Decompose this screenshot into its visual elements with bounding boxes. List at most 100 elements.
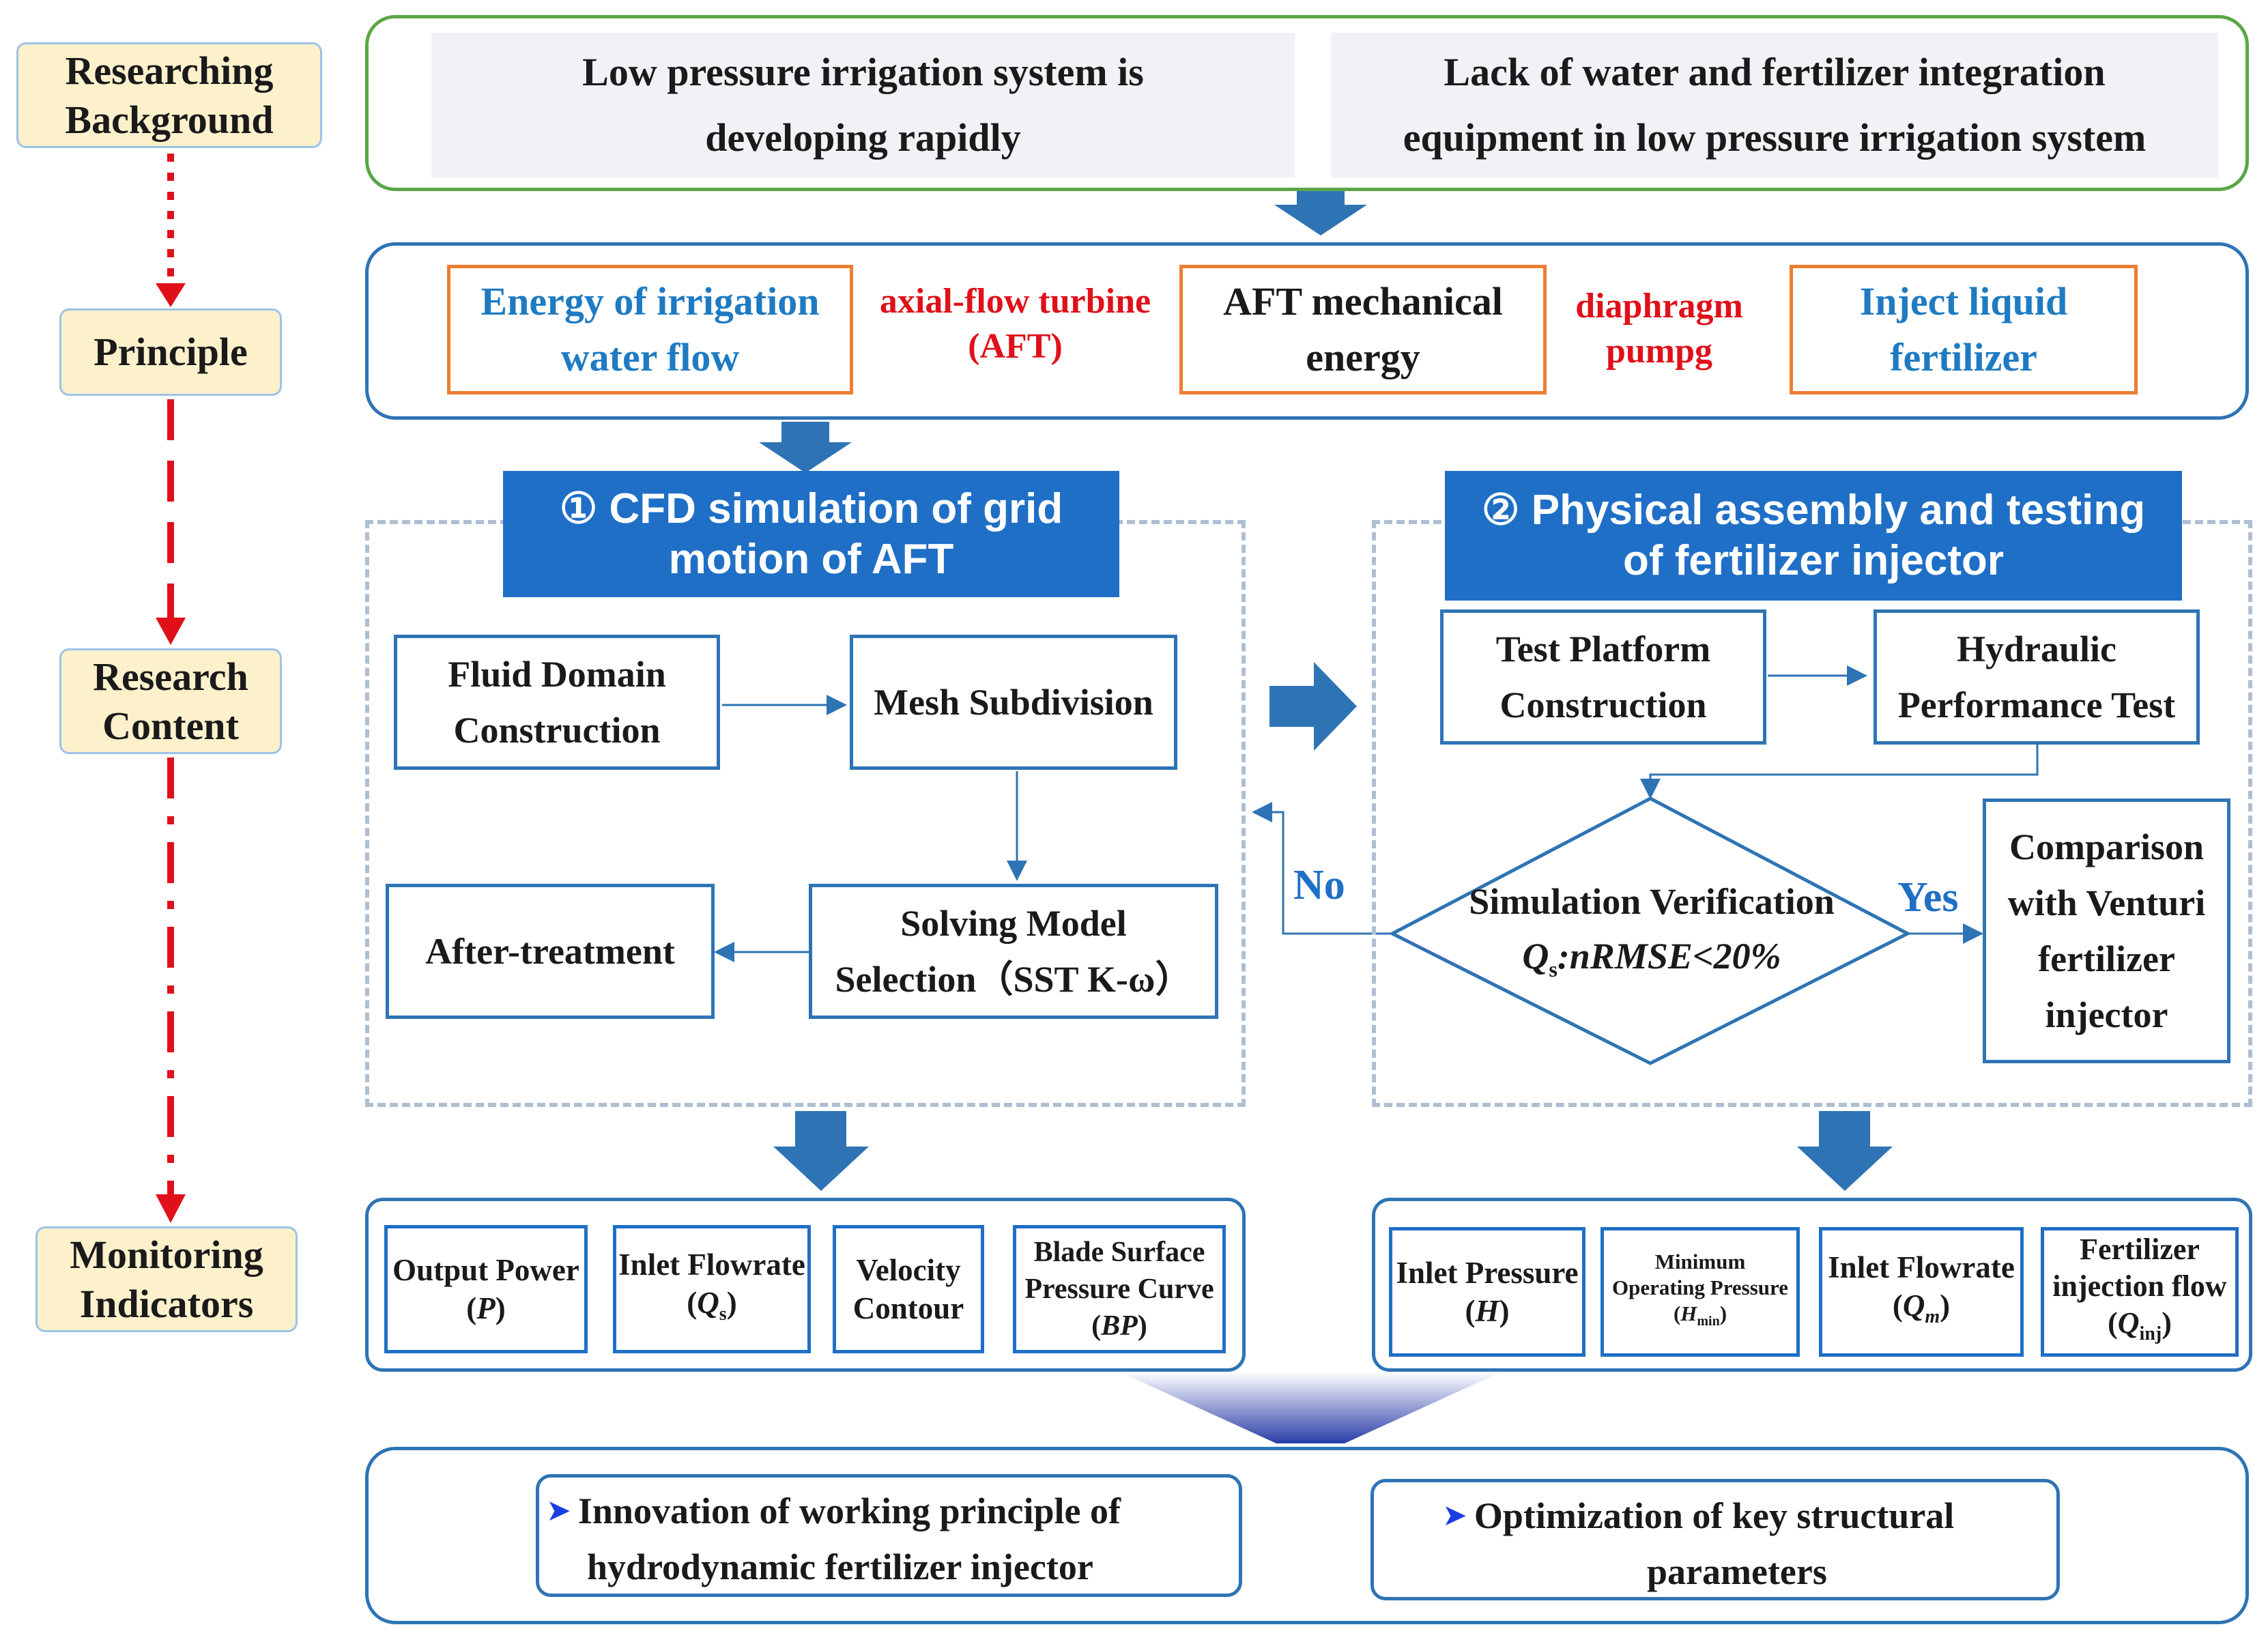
outcome-line: hydrodynamic fertilizer injector	[546, 1539, 1239, 1595]
down-arrow-1	[1274, 184, 1367, 235]
cfd-banner: ① CFD simulation of grid motion of AFT	[503, 471, 1119, 597]
principle-arrow-text: axial-flow turbine	[879, 282, 1151, 321]
step-test-platform: Test Platform Construction	[1440, 609, 1766, 745]
outcome-text: Innovation of working principle of	[577, 1490, 1121, 1531]
step-mesh-subdivision: Mesh Subdivision	[850, 635, 1177, 770]
indicator-symbol-text: Q	[697, 1285, 719, 1320]
principle-arrow-label-pump: diaphragm pumpg	[1547, 281, 1772, 377]
bullet-arrow-icon: ➤	[1442, 1498, 1467, 1533]
principle-box-text: Inject liquid	[1859, 279, 2068, 323]
background-right-panel: Lack of water and fertilizer integration…	[1331, 33, 2218, 177]
indicator-label: Minimum	[1654, 1250, 1746, 1274]
step-solving-model: Solving Model Selection（SST K-ω）	[809, 884, 1218, 1019]
step-text: with Venturi	[2007, 882, 2206, 923]
timeline-arrowhead-2	[156, 618, 186, 645]
indicator-label: injection flow	[2052, 1269, 2227, 1303]
indicator-label: Operating Pressure	[1611, 1276, 1789, 1300]
physical-banner-text: of fertilizer injector	[1622, 537, 2005, 584]
bullet-arrow-icon: ➤	[546, 1493, 571, 1528]
principle-arrow-text: pumpg	[1605, 332, 1713, 371]
indicator-inlet-flowrate-right: Inlet Flowrate (Qm)	[1819, 1227, 2024, 1357]
indicator-subscript: inj	[2139, 1323, 2162, 1344]
step-text: Performance Test	[1897, 685, 2176, 725]
principle-arrow-text: (AFT)	[968, 327, 1063, 366]
step-text: Construction	[453, 710, 661, 751]
background-left-panel: Low pressure irrigation system is develo…	[431, 33, 1295, 177]
verification-criterion-text: :nRMSE<20%	[1557, 935, 1781, 977]
principle-box-text: AFT mechanical	[1223, 279, 1503, 323]
indicator-symbol: (BP)	[1091, 1310, 1147, 1342]
step-text: Selection（SST K-ω）	[835, 959, 1192, 1000]
principle-box-inject-fertilizer: Inject liquid fertilizer	[1790, 265, 2138, 394]
verification-q-symbol: Q	[1522, 935, 1549, 977]
indicator-symbol-text: Q	[2117, 1306, 2140, 1340]
step-fluid-domain: Fluid Domain Construction	[394, 635, 720, 770]
indicator-subscript: s	[719, 1303, 727, 1325]
yes-label: Yes	[1897, 874, 1959, 921]
stage-label-content: Research Content	[59, 648, 282, 754]
step-text: Solving Model	[900, 903, 1127, 944]
outcome-text: hydrodynamic fertilizer injector	[587, 1546, 1093, 1587]
physical-banner-text: ② Physical assembly and testing	[1481, 487, 2146, 534]
step-text: Hydraulic	[1956, 629, 2116, 669]
down-arrow-2	[759, 422, 852, 473]
indicator-output-power: Output Power (P)	[384, 1225, 588, 1353]
step-text: Mesh Subdivision	[874, 682, 1153, 723]
indicator-symbol: (H)	[1465, 1294, 1510, 1328]
indicator-blade-pressure: Blade Surface Pressure Curve (BP)	[1013, 1225, 1226, 1353]
principle-box-text: Energy of irrigation	[480, 279, 820, 323]
principle-box-mechanical-energy: AFT mechanical energy	[1179, 265, 1547, 394]
stage-label-text: Indicators	[79, 1281, 254, 1326]
cfd-panel	[365, 520, 1246, 1107]
indicator-symbol-text: BP	[1101, 1310, 1138, 1342]
no-label: No	[1293, 862, 1345, 908]
cfd-banner-text: motion of AFT	[668, 535, 954, 583]
down-arrow-4	[1797, 1111, 1893, 1191]
outcome-line: parameters	[1442, 1544, 2056, 1600]
verification-diamond	[1388, 796, 1912, 1065]
down-arrow-3	[773, 1111, 869, 1191]
verification-q-subscript: s	[1549, 956, 1558, 981]
stage-label-text: Background	[65, 97, 274, 142]
funnel-shape	[1119, 1372, 1502, 1443]
background-left-line: developing rapidly	[705, 115, 1021, 160]
phys-arrow-hydraulic-to-diamond	[1640, 744, 2039, 799]
verification-label: Simulation Verification Qs:nRMSE<20%	[1437, 880, 1867, 990]
outcome-text: Optimization of key structural	[1474, 1495, 1955, 1536]
outcome-line: ➤ Optimization of key structural	[1442, 1488, 2056, 1544]
step-after-treatment: After-treatment	[386, 884, 715, 1019]
indicator-min-operating-pressure: Minimum Operating Pressure (Hmin)	[1600, 1227, 1800, 1357]
timeline-arrowhead-3	[156, 1194, 186, 1223]
verification-text: Simulation Verification	[1469, 880, 1835, 922]
principle-box-text: water flow	[560, 335, 740, 379]
principle-arrow-label-turbine: axial-flow turbine (AFT)	[853, 276, 1177, 372]
stage-label-text: Research	[93, 654, 248, 699]
step-text: Comparison	[2009, 826, 2205, 867]
indicator-label: Inlet Pressure	[1396, 1256, 1579, 1290]
principle-arrow-text: diaphragm	[1575, 287, 1743, 326]
indicator-inlet-flowrate-left: Inlet Flowrate (Qs)	[613, 1225, 811, 1353]
step-comparison-venturi: Comparison with Venturi fertilizer injec…	[1983, 798, 2230, 1063]
indicator-label: Contour	[852, 1291, 964, 1325]
background-right-line: equipment in low pressure irrigation sys…	[1403, 115, 2147, 160]
background-left-line: Low pressure irrigation system is	[582, 50, 1144, 94]
step-text: fertilizer	[2038, 938, 2175, 979]
step-text: After-treatment	[425, 931, 675, 972]
outcome-innovation: ➤ Innovation of working principle of hyd…	[536, 1474, 1242, 1597]
timeline-arrowhead-1	[156, 283, 186, 307]
step-hydraulic-test: Hydraulic Performance Test	[1874, 609, 2200, 745]
indicator-injection-flow: Fertilizer injection flow (Qinj)	[2041, 1227, 2239, 1357]
outcome-line: ➤ Innovation of working principle of	[546, 1483, 1239, 1539]
stage-label-monitoring: Monitoring Indicators	[35, 1226, 298, 1332]
principle-box-text: fertilizer	[1890, 335, 2037, 379]
indicator-label: Inlet Flowrate	[618, 1247, 805, 1282]
indicator-label: Pressure Curve	[1024, 1273, 1214, 1305]
stage-label-text: Principle	[94, 330, 248, 374]
stage-label-principle: Principle	[59, 308, 282, 396]
step-text: injector	[2045, 994, 2168, 1035]
verification-criterion: Qs:nRMSE<20%	[1522, 929, 1781, 996]
indicator-label: Blade Surface	[1033, 1237, 1205, 1268]
indicator-inlet-pressure: Inlet Pressure (H)	[1389, 1227, 1585, 1357]
indicator-symbol: (Qm)	[1892, 1288, 1951, 1327]
indicator-symbol-text: P	[476, 1291, 496, 1325]
